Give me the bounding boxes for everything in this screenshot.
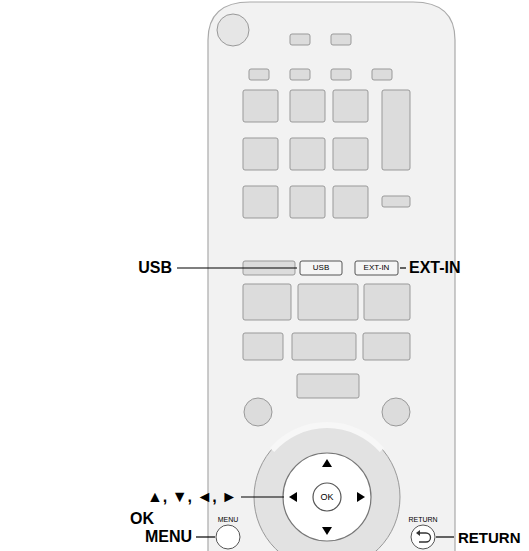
callout-label: MENU (145, 529, 192, 545)
button-text: OK (320, 493, 333, 502)
button-text: RETURN (408, 516, 437, 523)
callout-label: EXT-IN (409, 260, 461, 276)
button-text: MENU (218, 516, 239, 523)
button-text: USB (313, 264, 329, 272)
callout-label: ▲, ▼, ◄, ► (147, 489, 237, 505)
button-text: EXT-IN (364, 264, 390, 272)
callout-label: RETURN (458, 530, 521, 545)
callout-label: USB (138, 260, 172, 276)
callout-label: OK (130, 511, 154, 527)
